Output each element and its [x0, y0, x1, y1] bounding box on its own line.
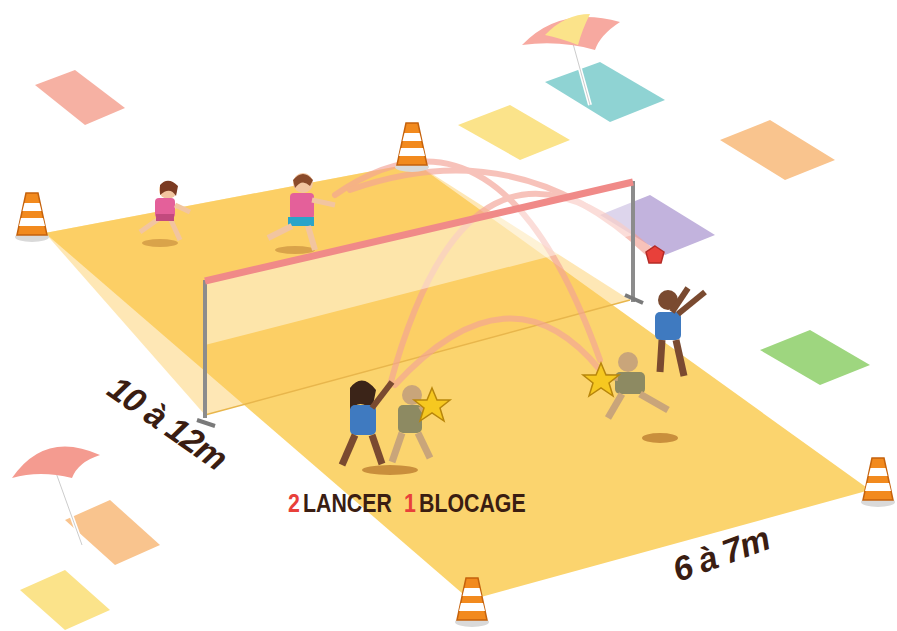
step-number: 1 — [404, 490, 416, 516]
star — [583, 363, 619, 396]
action-label: BLOCAGE — [419, 490, 526, 516]
star — [414, 388, 450, 421]
towel — [35, 70, 125, 125]
towel — [720, 120, 835, 180]
player — [140, 181, 190, 247]
towel — [760, 330, 870, 385]
action-label: LANCER — [303, 490, 392, 516]
player — [268, 173, 335, 254]
ball — [646, 246, 664, 263]
towel — [545, 62, 665, 122]
player — [600, 352, 678, 443]
umbrella — [12, 446, 100, 545]
net — [197, 181, 643, 426]
umbrella — [522, 14, 620, 105]
court — [45, 163, 870, 600]
towel — [458, 105, 570, 160]
step-number: 2 — [288, 490, 300, 516]
player — [655, 288, 705, 376]
towel — [20, 570, 110, 630]
